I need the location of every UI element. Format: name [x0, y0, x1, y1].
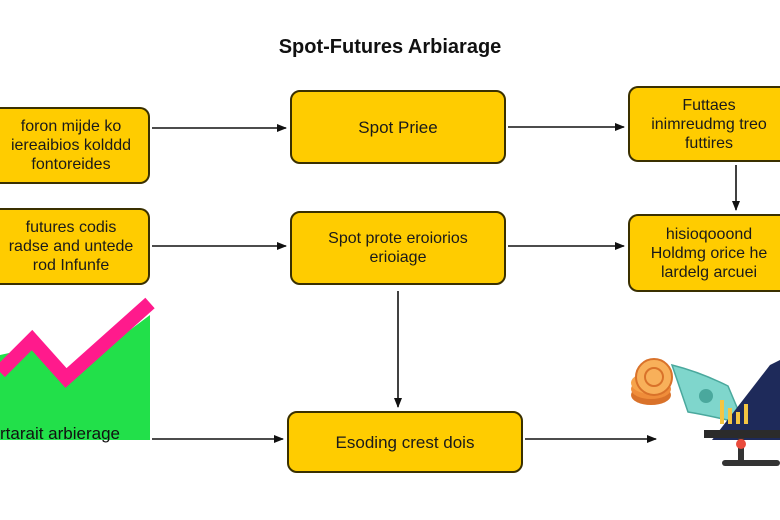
box-futures-costs: futures codis radse and untede rod Infun… — [0, 208, 150, 285]
box-text-line: Spot prote eroiorios — [328, 230, 468, 247]
box-holding-price: hisioqooond Holdmg orice he lardelg arcu… — [628, 214, 780, 292]
box-text-line: futures codis — [25, 219, 117, 236]
box-spot-position: foron mijde ko iereaibios kolddd fontore… — [0, 107, 150, 184]
box-text-line: hisioqooond — [665, 225, 753, 243]
box-text-line: foron mijde ko — [20, 118, 122, 135]
box-text-line: inimreudmg treo — [651, 115, 767, 133]
box-text-line: radse and untede — [8, 238, 134, 255]
box-text-line: rod Infunfe — [32, 257, 110, 274]
box-closing-costs: Esoding crest dois — [287, 411, 523, 473]
box-text-line: iereaibios kolddd — [10, 137, 132, 154]
box-text-line: Spot Priee — [358, 117, 438, 137]
box-text-line: futtires — [684, 134, 733, 152]
box-text-line: lardelg arcuei — [660, 263, 758, 281]
diagram-title: Spot-Futures Arbiarage — [278, 36, 502, 58]
box-text-line: Esoding crest dois — [335, 432, 475, 452]
box-text-line: Futtaes — [682, 96, 736, 114]
box-spot-price-scenarios: Spot prote eroiorios erioiage — [290, 211, 506, 285]
box-text-line: erioiage — [369, 249, 427, 266]
box-futures-trading: Futtaes inimreudmg treo futtires — [628, 86, 780, 162]
rising-chart-illustration — [0, 297, 155, 440]
box-text-line: fontoreides — [31, 156, 111, 173]
money-computer-illustration — [631, 358, 780, 466]
chart-caption: rtarait arbierage — [0, 424, 121, 443]
coins-icon — [631, 358, 673, 405]
box-spot-price: Spot Priee — [290, 90, 506, 164]
box-text-line: Holdmg orice he — [650, 244, 768, 262]
monitor-chart-icon — [704, 360, 780, 466]
